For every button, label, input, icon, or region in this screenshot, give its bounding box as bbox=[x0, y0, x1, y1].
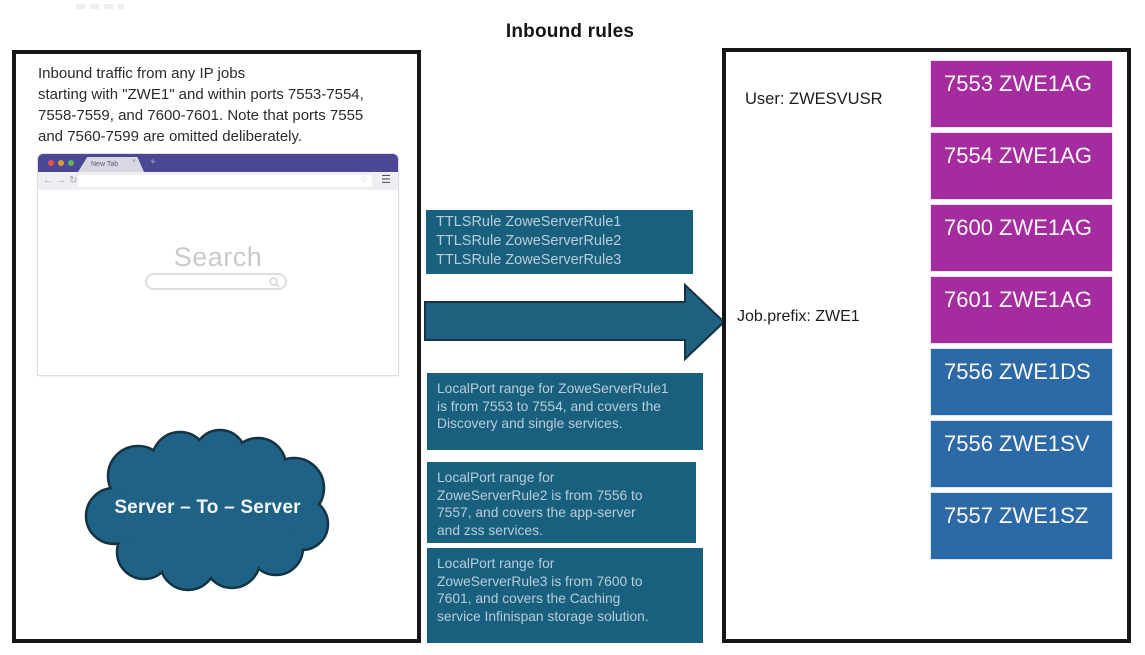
port-box-7601-zwe1ag: 7601 ZWE1AG bbox=[930, 276, 1113, 344]
localport-rule2-box: LocalPort range for ZoweServerRule2 is f… bbox=[427, 462, 696, 543]
cloud-label: Server – To – Server bbox=[114, 497, 301, 518]
localport-rule1-box: LocalPort range for ZoweServerRule1 is f… bbox=[427, 373, 703, 450]
browser-titlebar: New Tab × + bbox=[38, 154, 398, 172]
port-box-7556-zwe1sv: 7556 ZWE1SV bbox=[930, 420, 1113, 488]
bookmark-star-icon[interactable]: ☆ bbox=[359, 174, 368, 184]
inbound-target-panel: User: ZWESVUSR Job.prefix: ZWE1 7553 ZWE… bbox=[722, 48, 1131, 643]
cropped-text-artifact bbox=[76, 4, 124, 9]
menu-icon[interactable]: ☰ bbox=[381, 174, 391, 186]
port-box-7600-zwe1ag: 7600 ZWE1AG bbox=[930, 204, 1113, 272]
browser-mockup: New Tab × + ← → ↻ ☆ ☰ Search bbox=[38, 154, 398, 375]
ttls-rules-box: TTLSRule ZoweServerRule1 TTLSRule ZoweSe… bbox=[426, 210, 693, 274]
magnifier-icon bbox=[269, 277, 280, 288]
back-icon[interactable]: ← bbox=[43, 175, 53, 186]
port-box-7556-zwe1ds: 7556 ZWE1DS bbox=[930, 348, 1113, 416]
job-prefix-label: Job.prefix: ZWE1 bbox=[737, 308, 860, 325]
flow-arrow-icon bbox=[424, 282, 726, 362]
url-bar[interactable]: ☆ bbox=[78, 174, 372, 187]
tab-close-icon[interactable]: × bbox=[132, 158, 137, 165]
ports-column: 7553 ZWE1AG 7554 ZWE1AG 7600 ZWE1AG 7601… bbox=[930, 60, 1113, 560]
port-box-7554-zwe1ag: 7554 ZWE1AG bbox=[930, 132, 1113, 200]
port-box-7553-zwe1ag: 7553 ZWE1AG bbox=[930, 60, 1113, 128]
new-tab-icon[interactable]: + bbox=[150, 157, 156, 168]
search-input[interactable] bbox=[145, 273, 287, 290]
browser-content: Search bbox=[38, 190, 398, 375]
browser-navbar: ← → ↻ ☆ ☰ bbox=[38, 172, 398, 190]
reload-icon[interactable]: ↻ bbox=[69, 175, 78, 186]
window-maximize-icon[interactable] bbox=[68, 160, 74, 166]
page-title: Inbound rules bbox=[505, 21, 635, 42]
tab-label: New Tab bbox=[91, 161, 119, 168]
nav-icons: ← → ↻ bbox=[43, 175, 77, 186]
search-heading: Search bbox=[173, 242, 263, 272]
browser-tab[interactable]: New Tab bbox=[78, 157, 144, 172]
user-label: User: ZWESVUSR bbox=[745, 90, 883, 108]
localport-rule3-box: LocalPort range for ZoweServerRule3 is f… bbox=[427, 548, 703, 643]
port-box-7557-zwe1sz: 7557 ZWE1SZ bbox=[930, 492, 1113, 560]
inbound-source-panel: Inbound traffic from any IP jobs startin… bbox=[12, 50, 421, 643]
window-minimize-icon[interactable] bbox=[58, 160, 64, 166]
inbound-traffic-description: Inbound traffic from any IP jobs startin… bbox=[38, 65, 364, 145]
window-close-icon[interactable] bbox=[48, 160, 54, 166]
forward-icon[interactable]: → bbox=[56, 175, 66, 186]
cloud-shape bbox=[84, 428, 330, 592]
